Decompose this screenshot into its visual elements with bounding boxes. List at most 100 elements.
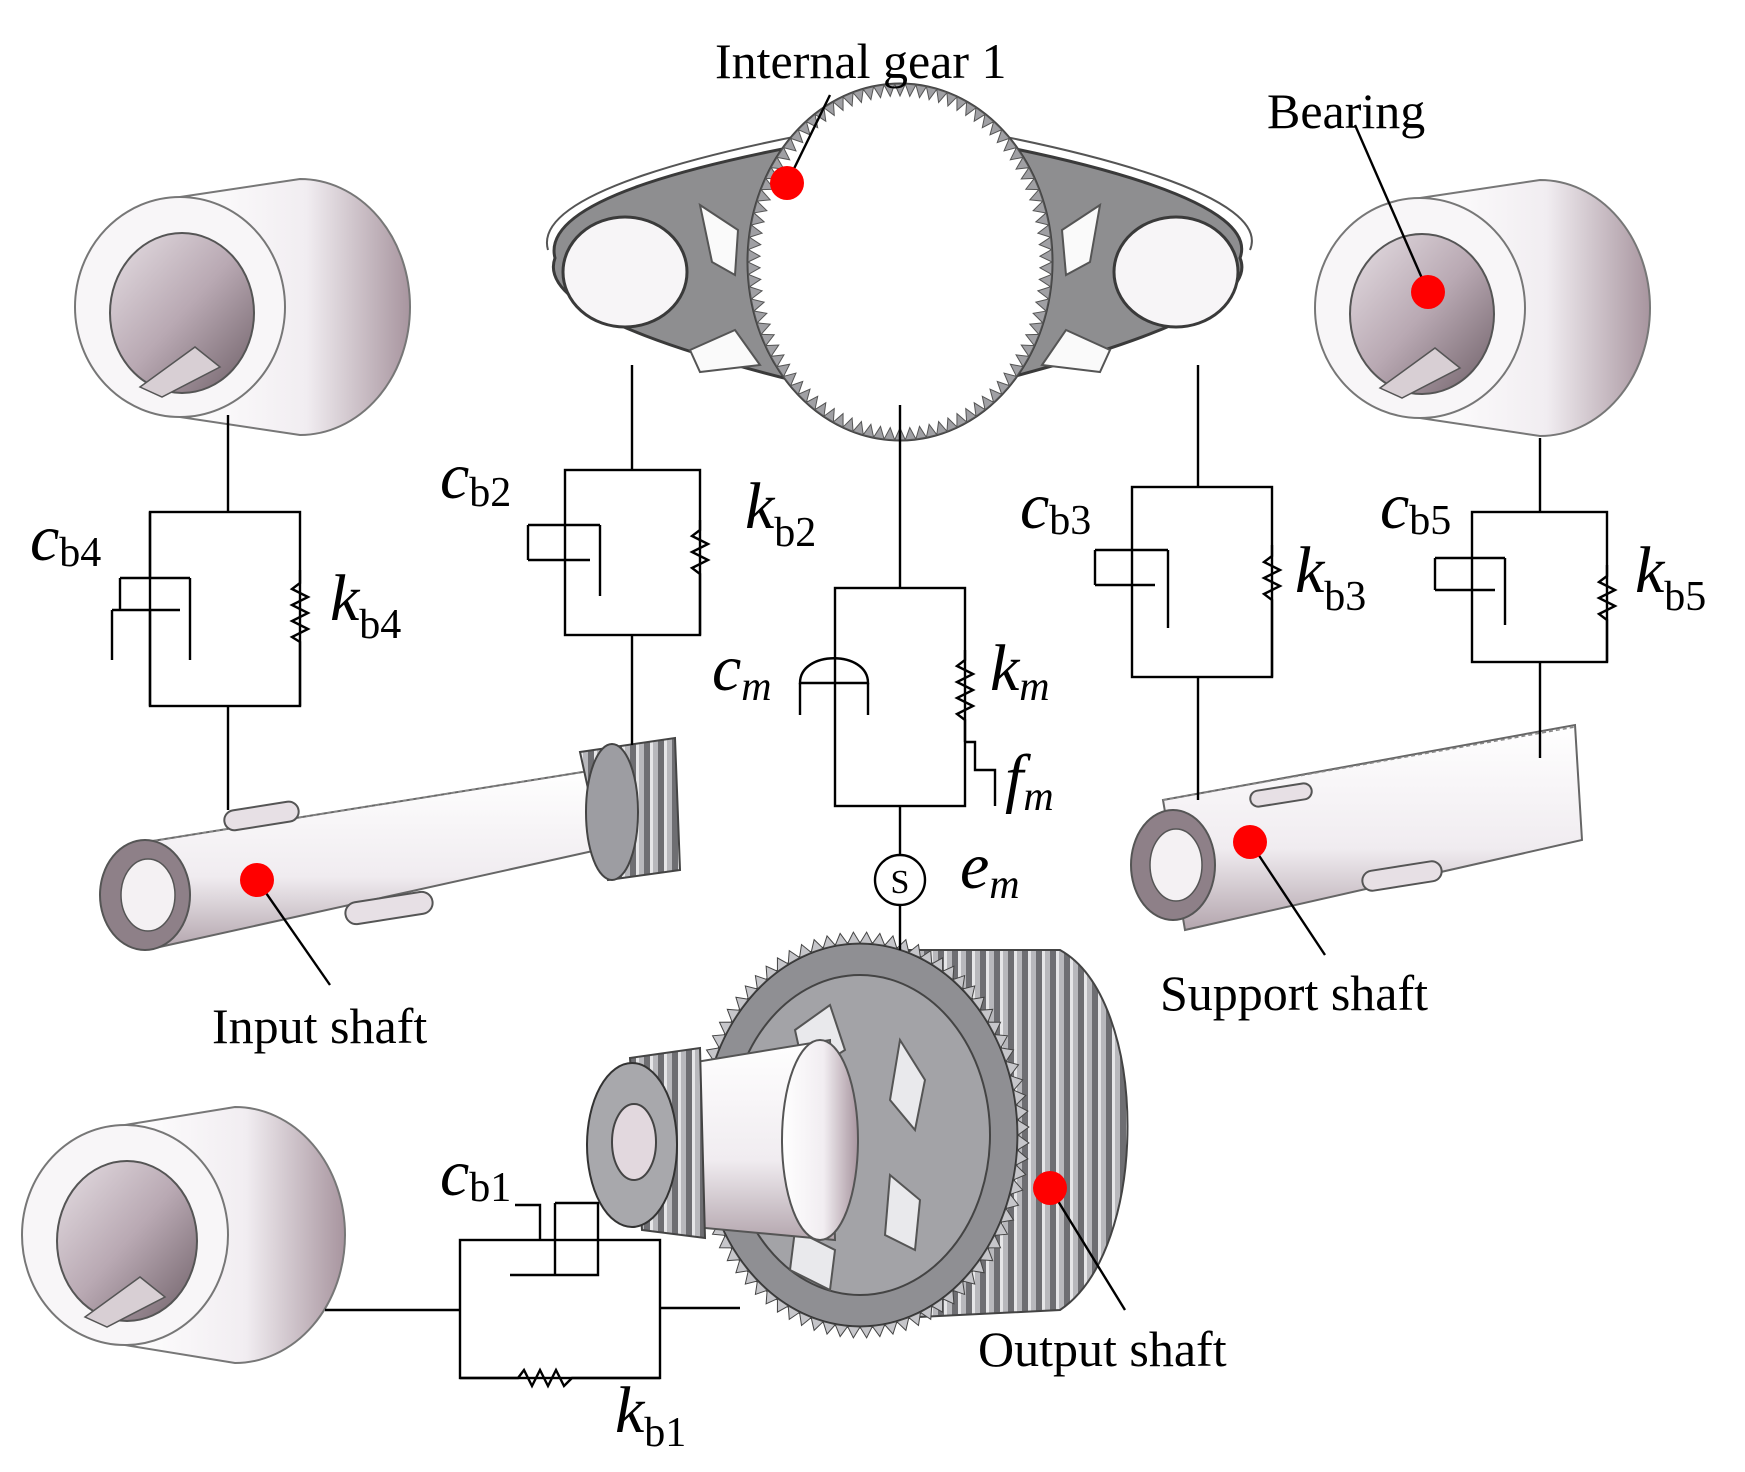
output-gear-tooth	[1016, 1119, 1030, 1136]
internal-gear-tooth	[1003, 137, 1018, 152]
svg-text:km: km	[990, 632, 1050, 710]
output-gear-tooth	[951, 1279, 966, 1296]
internal-gear-tooth	[1038, 248, 1053, 263]
output-gear-tooth	[1000, 1047, 1015, 1063]
output-gear-tooth	[711, 1034, 727, 1049]
internal-gear-tooth	[989, 388, 1003, 404]
internal-gear-tooth	[1020, 344, 1035, 358]
internal-gear-tooth	[1038, 273, 1053, 288]
output-gear-tooth	[919, 949, 933, 965]
internal-gear-tooth	[789, 380, 804, 396]
internal-gear-window-br	[1040, 328, 1112, 374]
svg-text:cb5: cb5	[1380, 470, 1451, 544]
output-gear-tooth	[919, 1305, 933, 1321]
symbol-kb1: kb1	[615, 1374, 686, 1456]
svg-text:kb2: kb2	[745, 470, 816, 556]
internal-gear-tooth	[842, 416, 854, 433]
output-gear-tooth	[970, 996, 985, 1012]
output-gear-tooth	[1009, 1178, 1024, 1196]
input-shaft-part	[99, 736, 682, 951]
svg-text:cb1: cb1	[440, 1137, 511, 1211]
output-gear-tooth	[744, 1269, 759, 1285]
internal-gear-teeth	[747, 83, 1053, 441]
output-gear-tooth	[787, 949, 801, 965]
label-internal-gear: Internal gear 1	[715, 33, 1007, 89]
marker-output-shaft	[1033, 1171, 1067, 1205]
output-gear-tooth	[705, 1047, 720, 1063]
symbol-cb5: cb5	[1380, 470, 1451, 544]
symbol-kb3: kb3	[1295, 534, 1366, 620]
label-support-shaft: Support shaft	[1160, 965, 1428, 1021]
spring-damper-network	[110, 365, 1618, 1389]
internal-gear-tooth	[893, 83, 907, 98]
internal-gear-tooth	[973, 106, 986, 123]
internal-gear-tooth	[776, 146, 791, 161]
internal-gear-tooth	[996, 128, 1011, 144]
output-gear-tooth	[979, 1246, 994, 1262]
internal-gear-tooth	[747, 236, 762, 251]
marker-internal-gear	[770, 166, 804, 200]
internal-gear-tooth	[956, 96, 968, 112]
cb2-kb2-frame	[563, 468, 702, 637]
internal-gear-tooth	[1009, 146, 1024, 161]
internal-gear-tooth	[904, 426, 917, 441]
internal-gear-tooth	[1038, 261, 1053, 276]
output-gear-tooth	[930, 1297, 944, 1313]
output-gear-tooth	[776, 957, 790, 973]
output-gear-tooth	[798, 1311, 813, 1327]
output-gear-tooth	[765, 1289, 779, 1305]
internal-gear-tooth	[756, 188, 772, 202]
output-gear-teeth	[690, 931, 1030, 1339]
marker-bearing	[1411, 275, 1445, 309]
internal-gear-tooth	[747, 273, 762, 288]
internal-gear-tooth	[915, 425, 928, 440]
output-gear-tooth	[907, 943, 922, 959]
label-input-shaft: Input shaft	[212, 998, 427, 1054]
output-gear-tooth	[822, 934, 837, 949]
output-gear-tooth	[871, 1324, 886, 1338]
internal-gear-left-hole	[561, 215, 689, 329]
internal-gear-tooth	[1020, 166, 1035, 180]
internal-gear-tooth	[936, 88, 948, 104]
internal-gear-tooth	[1015, 156, 1030, 170]
output-gear-tooth	[1005, 1193, 1020, 1210]
output-gear-tooth	[1015, 1104, 1029, 1121]
support-shaft-part	[1130, 723, 1584, 932]
output-gear-tooth	[907, 1311, 922, 1327]
internal-gear-tooth	[872, 84, 885, 99]
symbol-fm: fm	[1005, 742, 1054, 820]
internal-gear-tooth	[770, 156, 785, 170]
internal-gear-window-tl	[698, 202, 740, 277]
output-gear-tooth	[834, 932, 849, 946]
internal-gear-tooth	[747, 261, 762, 276]
output-gear-tooth	[993, 1221, 1009, 1236]
output-gear-tooth	[810, 938, 825, 954]
internal-gear-tooth	[946, 416, 958, 433]
damper-cb3	[1093, 548, 1170, 628]
marker-support-shaft	[1233, 825, 1267, 859]
svg-text:fm: fm	[1005, 742, 1054, 820]
internal-gear-tooth	[936, 420, 948, 436]
internal-gear-tooth	[904, 83, 917, 98]
internal-gear-tooth	[981, 395, 995, 411]
output-gear-tooth	[986, 1021, 1002, 1036]
internal-gear-tooth	[1024, 333, 1040, 347]
svg-text:kb5: kb5	[1635, 534, 1706, 620]
output-gear-tooth	[754, 1279, 769, 1296]
internal-gear-tooth	[756, 322, 772, 336]
internal-gear-tooth	[852, 88, 864, 104]
bearing-top-left	[74, 177, 411, 437]
svg-text:cb2: cb2	[440, 440, 511, 516]
internal-gear-tooth	[1038, 236, 1053, 251]
svg-text:cm: cm	[712, 632, 772, 710]
internal-gear-tooth	[823, 407, 835, 423]
internal-gear-tooth	[946, 91, 958, 108]
output-gear-tooth	[754, 974, 769, 991]
symbol-cb2: cb2	[440, 440, 511, 516]
internal-gear-window-bl	[688, 328, 762, 374]
internal-gear-tooth	[973, 401, 986, 418]
output-pinion	[586, 1046, 707, 1240]
symbol-kb4: kb4	[330, 562, 401, 648]
symbol-cb3: cb3	[1020, 470, 1091, 544]
